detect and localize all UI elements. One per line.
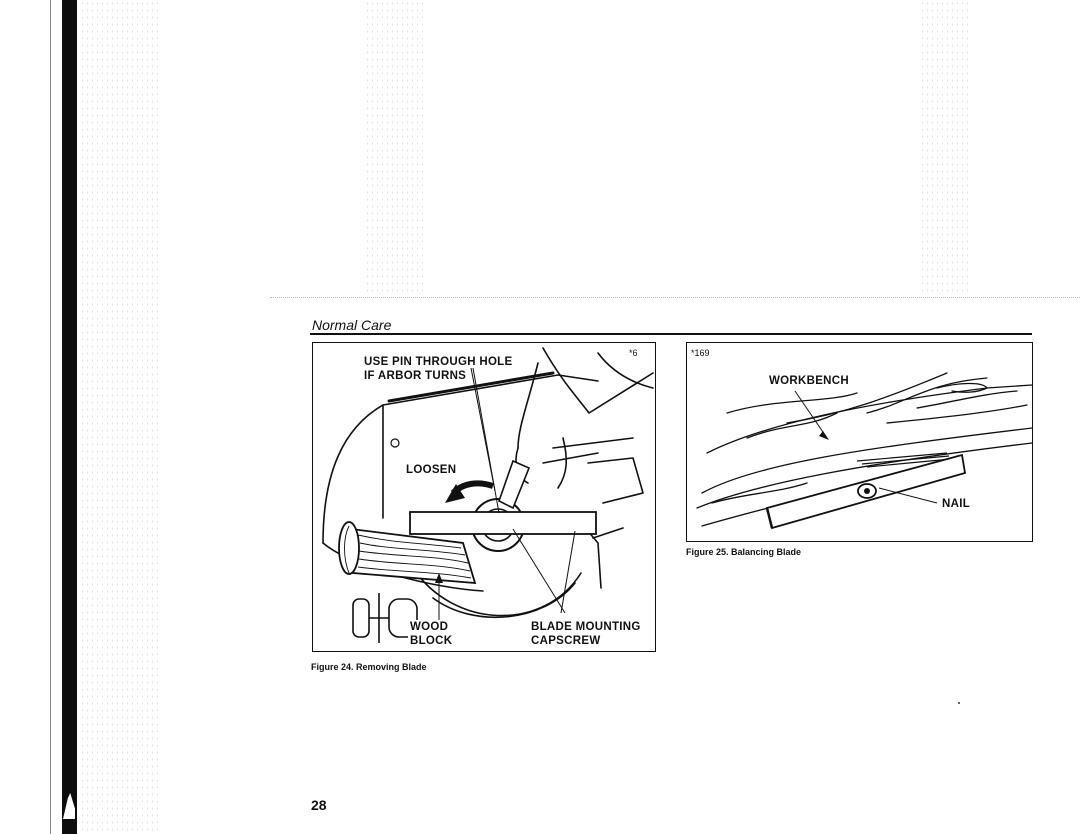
saw-illustration xyxy=(322,347,654,643)
label-block: BLOCK xyxy=(408,634,455,648)
scan-grain xyxy=(80,0,160,834)
label-nail: NAIL xyxy=(940,497,973,511)
section-rule xyxy=(310,333,1032,335)
figure-24-removing-blade: *6 USE PIN THROUGH HOLE IF ARBOR TURNS L… xyxy=(312,342,656,652)
figure-25-balancing-blade: *169 WORKBENCH NAIL xyxy=(686,342,1033,542)
figure-24-caption: Figure 24. Removing Blade xyxy=(311,662,427,672)
scan-grain xyxy=(920,0,970,295)
label-capscrew: CAPSCREW xyxy=(529,634,603,648)
page-number: 28 xyxy=(311,797,327,813)
label-loosen: LOOSEN xyxy=(404,463,459,477)
balancing-illustration xyxy=(696,372,1032,530)
dust-speck xyxy=(958,702,960,704)
label-wood: WOOD xyxy=(408,620,451,634)
figure-code: *6 xyxy=(629,348,638,358)
figure-code: *169 xyxy=(691,348,710,358)
label-blade-mounting: BLADE MOUNTING xyxy=(529,620,643,634)
figure-25-caption: Figure 25. Balancing Blade xyxy=(686,547,802,557)
scan-grain xyxy=(365,0,425,295)
scan-rule xyxy=(270,297,1080,298)
margin-line xyxy=(50,0,51,834)
label-workbench: WORKBENCH xyxy=(767,374,851,388)
label-pin-line1: USE PIN THROUGH HOLE xyxy=(364,356,513,368)
label-pin-line2: IF ARBOR TURNS xyxy=(364,370,467,382)
section-title: Normal Care xyxy=(312,317,392,333)
binding-spine xyxy=(62,0,77,834)
